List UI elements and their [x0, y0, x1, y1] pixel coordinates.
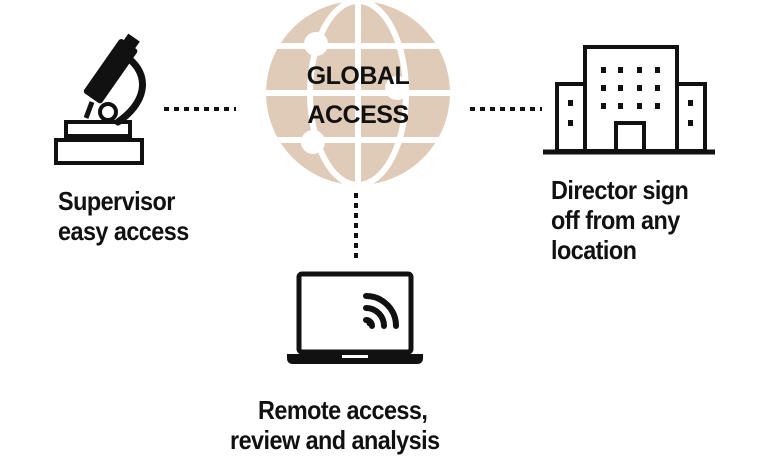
supervisor-label-line-2: easy access [58, 216, 189, 246]
hub-title-line-1: GLOBAL [306, 62, 410, 90]
microscope-icon [54, 33, 146, 165]
director-label-line-3: location [551, 235, 637, 265]
building-windows [568, 67, 693, 126]
hub-title: GLOBAL ACCESS [268, 62, 448, 132]
remote-label-line-1: Remote access, [258, 395, 428, 425]
office-building-icon [543, 45, 715, 155]
supervisor-label-line-1: Supervisor [58, 186, 175, 216]
director-label-line-1: Director sign [551, 175, 689, 205]
globe-icon [266, 1, 450, 185]
hub-title-line-2: ACCESS [307, 101, 409, 129]
remote-label-line-2: review and analysis [230, 425, 440, 455]
director-label-line-2: off from any [551, 205, 680, 235]
laptop-wifi-icon [287, 271, 423, 364]
